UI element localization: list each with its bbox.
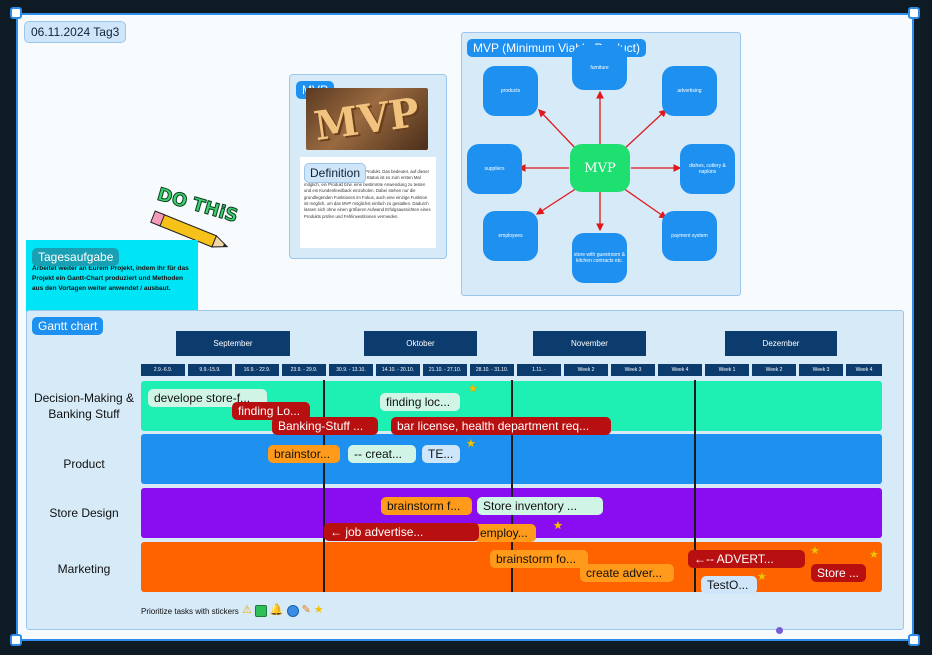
week-cell: Week 2 — [564, 364, 608, 376]
week-cell: 21.10. - 27.10. — [423, 364, 467, 376]
task-employ[interactable]: employ... — [474, 524, 536, 542]
week-cell: 1.11. - — [517, 364, 561, 376]
task-note-tag: Tagesaufgabe — [32, 248, 120, 266]
month-divider — [694, 380, 696, 592]
star-icon[interactable]: ★ — [553, 520, 563, 532]
task-finding-lo[interactable]: finding Lo... — [232, 402, 310, 420]
task-te[interactable]: TE... — [422, 445, 460, 463]
globe-icon[interactable] — [286, 605, 299, 617]
task-brainstor[interactable]: brainstor... — [268, 445, 340, 463]
task-advert[interactable]: ←-- ADVERT... — [688, 550, 805, 568]
node-suppliers[interactable]: suppliers — [467, 144, 522, 194]
star-icon[interactable]: ★ — [466, 438, 476, 450]
month-divider — [323, 380, 325, 592]
week-cell: Week 3 — [799, 364, 843, 376]
mvp-arrows — [517, 90, 682, 232]
star-icon[interactable]: ★ — [468, 383, 478, 395]
star-icon[interactable]: ★ — [313, 604, 324, 616]
task-brainstorm-f[interactable]: brainstorm f... — [381, 497, 472, 515]
cursor-dot — [776, 627, 783, 634]
resize-handle-top-left[interactable] — [10, 7, 22, 19]
frame-title[interactable]: 06.11.2024 Tag3 — [24, 21, 127, 43]
week-cell: Week 4 — [846, 364, 882, 376]
task-job-advertise[interactable]: ← job advertise... — [324, 523, 479, 541]
resize-handle-bottom-right[interactable] — [908, 634, 920, 646]
bell-icon[interactable]: 🔔 — [269, 604, 284, 616]
row-label-store-design: Store Design — [49, 506, 119, 520]
month-divider — [511, 380, 513, 592]
week-cell: 30.9. - 13.10. — [329, 364, 373, 376]
task-brainstorm-fo[interactable]: brainstorm fo... — [490, 550, 588, 568]
week-cell: Week 4 — [658, 364, 702, 376]
task-bar-license[interactable]: bar license, health department req... — [391, 417, 611, 435]
row-label-marketing: Marketing — [57, 562, 111, 576]
week-cell: 2.9.-6.9. — [141, 364, 185, 376]
pencil-icon[interactable]: ✎ — [301, 604, 311, 616]
node-advertising[interactable]: advertising — [662, 66, 717, 116]
star-icon[interactable]: ★ — [810, 545, 820, 557]
mvp-image: MVP — [306, 88, 428, 150]
month-november: November — [533, 331, 646, 356]
node-dishes[interactable]: dishes, cutlery & napkins — [680, 144, 735, 194]
week-cell: 23.9. - 29.9. — [282, 364, 326, 376]
star-icon[interactable]: ★ — [869, 549, 879, 561]
node-store[interactable]: store with guestroom & kitchen contracts… — [572, 233, 627, 283]
week-cell: 28.10. - 31.10. — [470, 364, 514, 376]
mvp-image-text: MVP — [311, 88, 423, 150]
week-cell: Week 2 — [752, 364, 796, 376]
row-label-product: Product — [63, 457, 105, 471]
month-dezember: Dezember — [725, 331, 837, 356]
definition-tag: Definition — [304, 163, 367, 183]
task-store[interactable]: Store ... — [811, 564, 866, 582]
resize-handle-top-right[interactable] — [908, 7, 920, 19]
gantt-footer: Prioritize tasks with stickers — [141, 607, 239, 616]
pencil-icon — [150, 210, 229, 248]
task-create-adver[interactable]: create adver... — [580, 564, 674, 582]
star-icon[interactable]: ★ — [757, 571, 767, 583]
sticker-palette: ⚠ 🔔 ✎ ★ — [242, 604, 324, 617]
resize-handle-bottom-left[interactable] — [10, 634, 22, 646]
task-banking-stuff[interactable]: Banking-Stuff ... — [272, 417, 378, 435]
week-cell: Week 1 — [705, 364, 749, 376]
do-this-sticker[interactable]: DO THiS — [146, 183, 246, 254]
node-furniture[interactable]: furniture — [572, 45, 627, 90]
task-testo[interactable]: TestO... — [701, 576, 757, 594]
task-note-text: Arbeitet weiter an Eurem Projekt, indem … — [32, 265, 189, 292]
month-oktober: Oktober — [364, 331, 477, 356]
week-cell: Week 3 — [611, 364, 655, 376]
row-label-decision: Decision-Making & Banking Stuff — [33, 391, 135, 421]
node-mvp-center[interactable]: MVP — [570, 144, 630, 192]
task-create[interactable]: -- creat... — [348, 445, 416, 463]
task-store-inventory[interactable]: Store inventory ... — [477, 497, 603, 515]
node-payment-system[interactable]: payment system — [662, 211, 717, 261]
week-cell: 9.9.-15.9. — [188, 364, 232, 376]
task-finding-loc[interactable]: finding loc... — [380, 393, 460, 411]
gantt-title: Gantt chart — [32, 317, 104, 335]
week-cell: 14.10. - 20.10. — [376, 364, 420, 376]
node-products[interactable]: products — [483, 66, 538, 116]
warning-icon[interactable]: ⚠ — [242, 604, 252, 616]
week-cell: 16.9. - 22.9. — [235, 364, 279, 376]
month-september: September — [176, 331, 290, 356]
node-employees[interactable]: employees — [483, 211, 538, 261]
check-icon[interactable] — [254, 605, 267, 617]
